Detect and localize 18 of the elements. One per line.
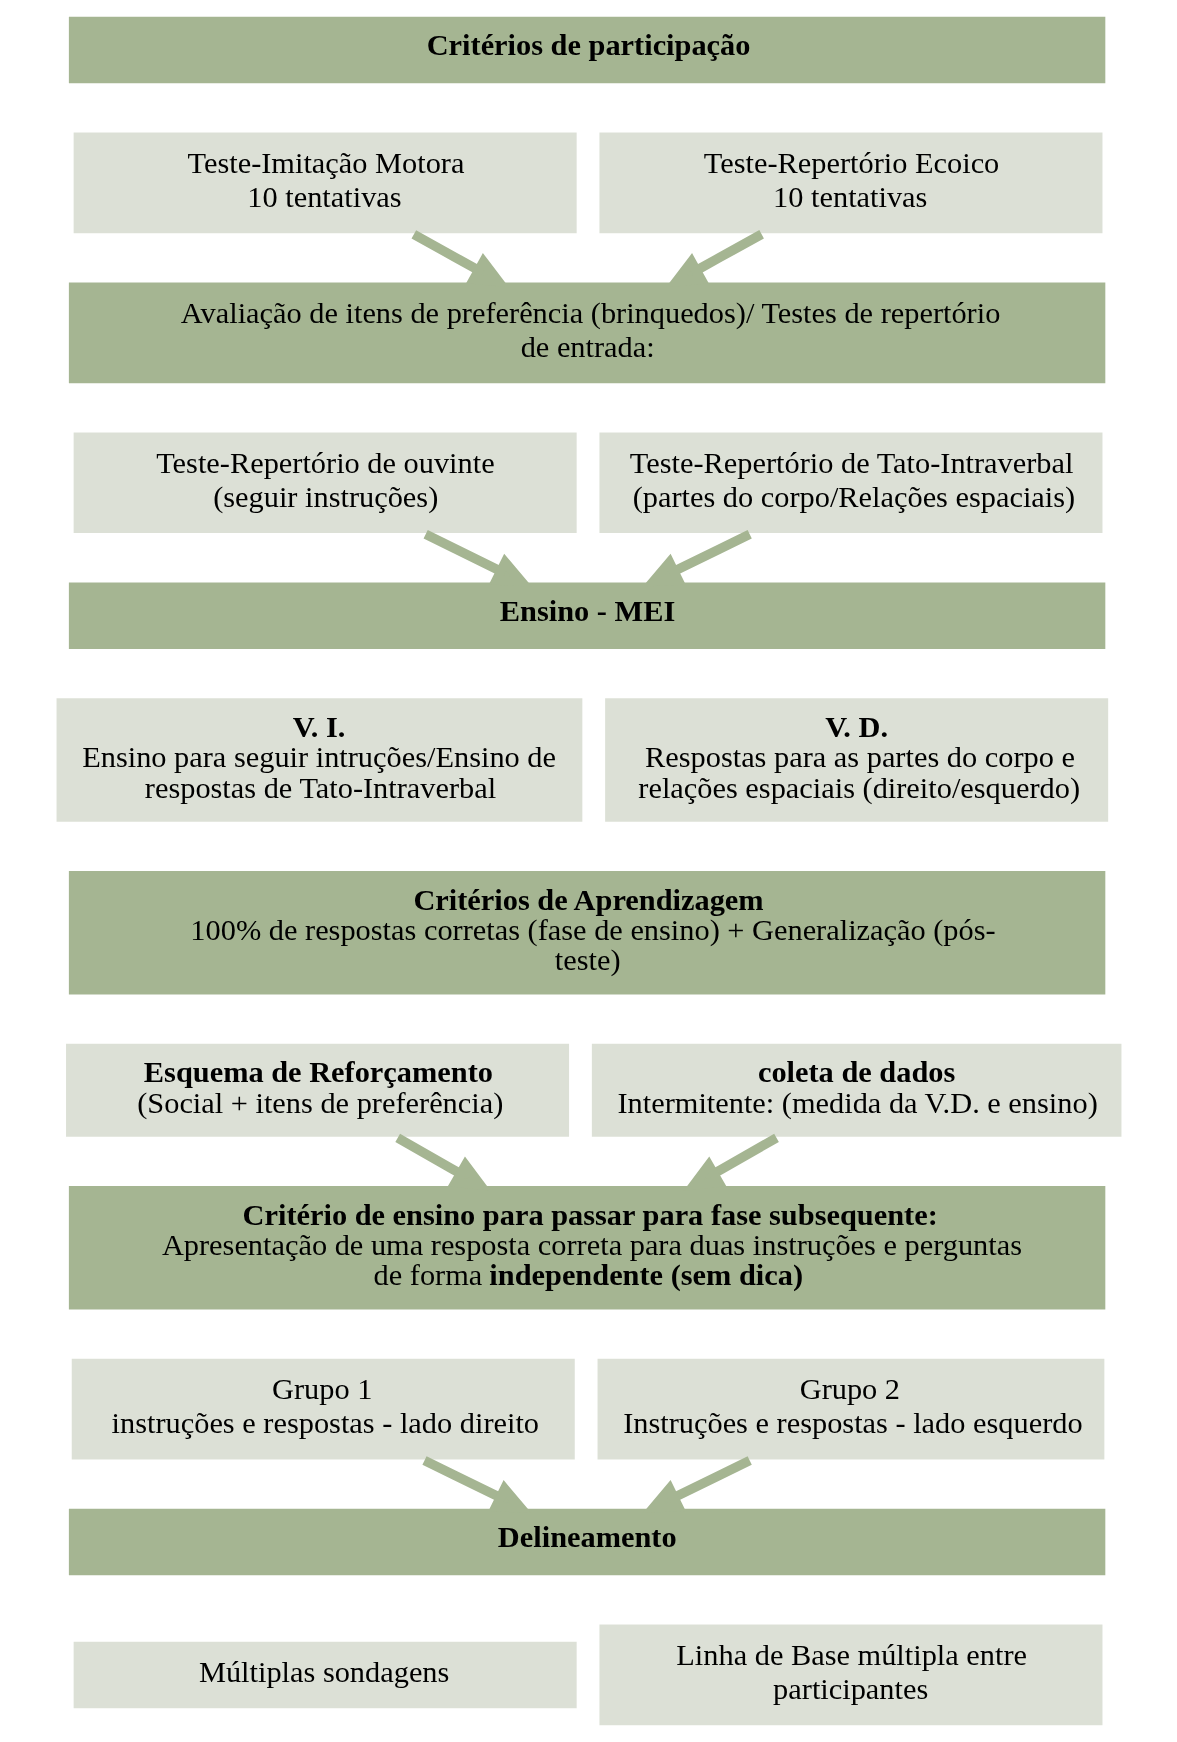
- node-box: V. D. Respostas para as partes do corpo e relações espaciais (direito/esquerdo): [602, 696, 1110, 824]
- node-box: Linha de Base múltipla entre participantes: [597, 1622, 1104, 1728]
- node-box: Grupo 2 Instruções e respostas - lado esquerdo: [595, 1356, 1106, 1462]
- node-box: Critérios de Aprendizagem 100% de respostas corretas (fase de ensino) + Generalização (pós-teste): [66, 869, 1107, 997]
- node-box: Teste-Repertório Ecoico 10 tentativas: [597, 130, 1104, 236]
- node-box: Ensino - MEI: [66, 580, 1107, 651]
- node-box: Esquema de Reforçamento (Social + itens de preferência): [63, 1041, 571, 1139]
- node-box: Grupo 1 instruções e respostas - lado direito: [69, 1356, 577, 1462]
- node-box: coleta de dados Intermitente: (medida da V.D. e ensino): [589, 1041, 1123, 1139]
- node-box: Delineamento: [66, 1506, 1107, 1578]
- node-box: Teste-Repertório de Tato-Intraverbal (partes do corpo/Relações espaciais): [597, 430, 1104, 535]
- node-box: Teste-Repertório de ouvinte (seguir instruções): [71, 430, 579, 535]
- node-box: V. I. Ensino para seguir intruções/Ensino de respostas de Tato-Intraverbal: [54, 696, 584, 824]
- node-box: Avaliação de itens de preferência (brinquedos)/ Testes de repertório de entrada:: [66, 280, 1107, 386]
- node-box: Critério de ensino para passar para fase subsequente: Apresentação de uma resposta correta para duas instruções e perguntas de forma independente (sem dica): [66, 1184, 1107, 1312]
- node-box: Múltiplas sondagens: [71, 1639, 579, 1711]
- node-box: Teste-Imitação Motora 10 tentativas: [71, 130, 579, 236]
- node-box: Critérios de participação: [66, 14, 1107, 86]
